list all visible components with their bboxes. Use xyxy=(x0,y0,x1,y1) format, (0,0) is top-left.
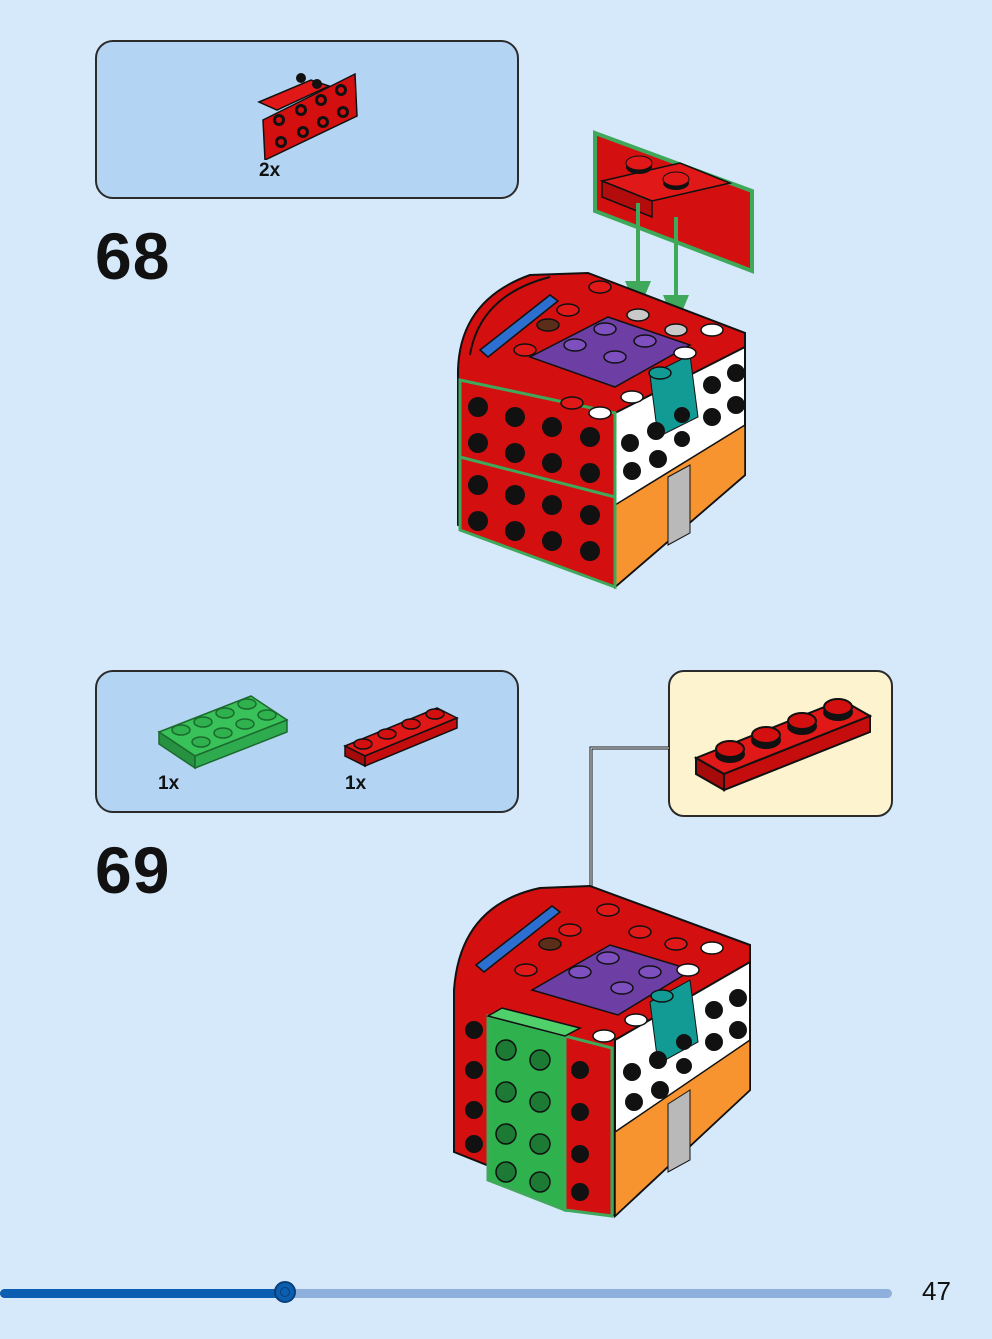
progress-indicator-knob xyxy=(274,1281,296,1303)
step-number: 68 xyxy=(95,219,171,293)
progress-bar xyxy=(0,1281,892,1303)
part-quantity: 1x xyxy=(345,773,367,794)
step-69-parts-box: 1x 1x xyxy=(95,670,519,813)
step-68-parts-box: 2x xyxy=(95,40,519,199)
step-69-model-illustration xyxy=(453,746,751,1219)
step-number: 69 xyxy=(95,833,171,907)
step-68-model-illustration xyxy=(457,130,754,590)
red-bracket-part-image xyxy=(257,72,358,160)
part-quantity: 1x xyxy=(158,773,180,794)
progress-bar-fill xyxy=(0,1289,285,1298)
incoming-bracket xyxy=(593,130,754,274)
part-quantity: 2x xyxy=(259,160,281,181)
step-69-callout-box xyxy=(668,670,893,817)
red-plate-part-image xyxy=(343,707,459,768)
page-number: 47 xyxy=(922,1276,951,1306)
red-plate-callout-image xyxy=(693,698,873,792)
green-plate-part-image xyxy=(157,695,289,770)
